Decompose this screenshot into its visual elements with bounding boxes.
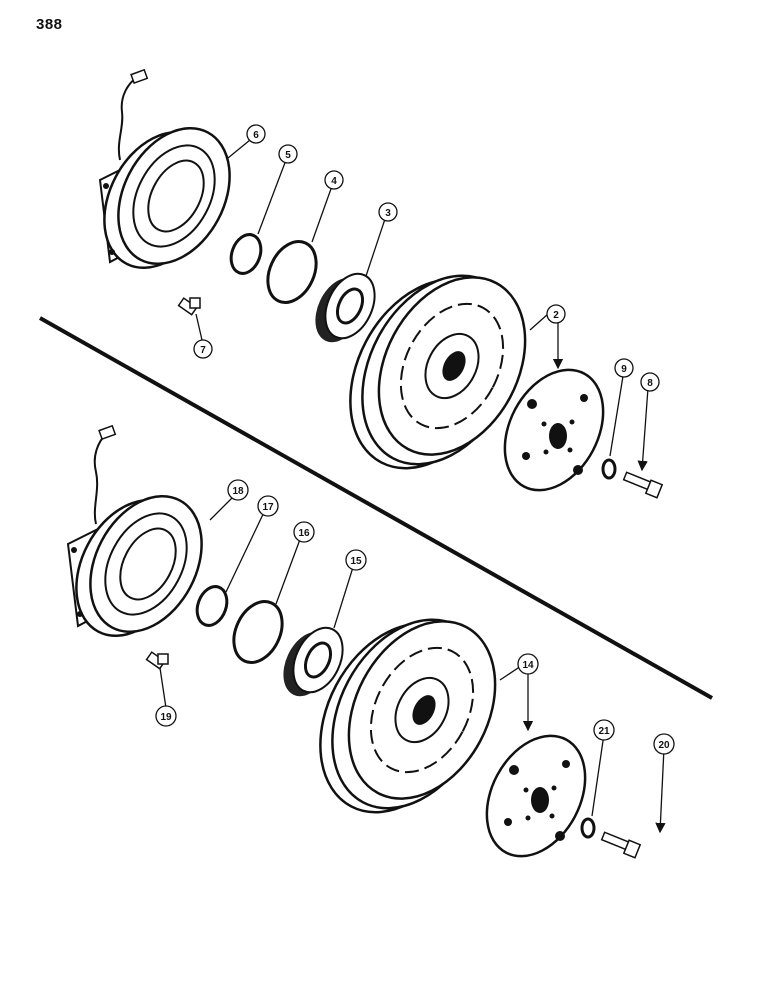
svg-text:9: 9 bbox=[621, 364, 627, 375]
field-coil-bottom bbox=[66, 494, 203, 638]
pulley-top bbox=[349, 274, 527, 470]
callout-8: 8 bbox=[640, 372, 660, 392]
callout-19: 19 bbox=[155, 705, 177, 727]
divider-line bbox=[39, 316, 713, 700]
callout-18: 18 bbox=[227, 479, 249, 501]
callout-3: 3 bbox=[378, 202, 398, 222]
pulley-bottom bbox=[319, 618, 497, 814]
callout-7: 7 bbox=[193, 339, 213, 359]
callout-4: 4 bbox=[324, 170, 344, 190]
clutch-plate-top bbox=[503, 368, 605, 492]
coil-wire-top bbox=[117, 68, 149, 161]
callout-17: 17 bbox=[257, 495, 279, 517]
callout-21: 21 bbox=[593, 719, 615, 741]
svg-text:15: 15 bbox=[350, 556, 362, 567]
coil-wire-bottom bbox=[93, 424, 117, 525]
svg-text:2: 2 bbox=[553, 310, 559, 321]
top-assembly bbox=[98, 68, 664, 499]
svg-text:7: 7 bbox=[200, 345, 206, 356]
washer-bottom bbox=[580, 817, 596, 839]
bolt-bottom-20 bbox=[600, 831, 642, 859]
svg-text:20: 20 bbox=[658, 740, 670, 751]
svg-text:17: 17 bbox=[262, 502, 274, 513]
snap-ring-bottom bbox=[195, 585, 229, 627]
field-coil-top bbox=[98, 126, 231, 270]
callout-6: 6 bbox=[246, 124, 266, 144]
callout-2: 2 bbox=[546, 304, 566, 324]
washer-top bbox=[601, 458, 617, 480]
bottom-assembly bbox=[66, 424, 642, 859]
snap-ring-top bbox=[229, 233, 263, 275]
retaining-ring-top bbox=[266, 240, 318, 304]
svg-text:16: 16 bbox=[298, 528, 310, 539]
bolt-top-7 bbox=[177, 297, 201, 316]
bolt-bottom-19 bbox=[145, 651, 169, 670]
callout-15: 15 bbox=[345, 549, 367, 571]
callout-9: 9 bbox=[614, 358, 634, 378]
svg-text:19: 19 bbox=[160, 712, 172, 723]
svg-text:3: 3 bbox=[385, 208, 391, 219]
svg-text:21: 21 bbox=[598, 726, 610, 737]
callout-14: 14 bbox=[517, 653, 539, 675]
svg-text:4: 4 bbox=[331, 176, 337, 187]
bolt-top-8 bbox=[622, 471, 664, 499]
bearing-top bbox=[315, 272, 376, 343]
callout-20: 20 bbox=[653, 733, 675, 755]
svg-text:5: 5 bbox=[285, 150, 291, 161]
svg-text:18: 18 bbox=[232, 486, 244, 497]
retaining-ring-bottom bbox=[232, 600, 284, 664]
svg-text:14: 14 bbox=[522, 660, 534, 671]
page-number: 388 bbox=[36, 16, 63, 33]
callout-16: 16 bbox=[293, 521, 315, 543]
bearing-bottom bbox=[283, 626, 344, 697]
svg-text:8: 8 bbox=[647, 378, 653, 389]
clutch-plate-bottom bbox=[485, 734, 587, 858]
leader-lines bbox=[159, 139, 666, 834]
svg-text:6: 6 bbox=[253, 130, 259, 141]
callout-5: 5 bbox=[278, 144, 298, 164]
